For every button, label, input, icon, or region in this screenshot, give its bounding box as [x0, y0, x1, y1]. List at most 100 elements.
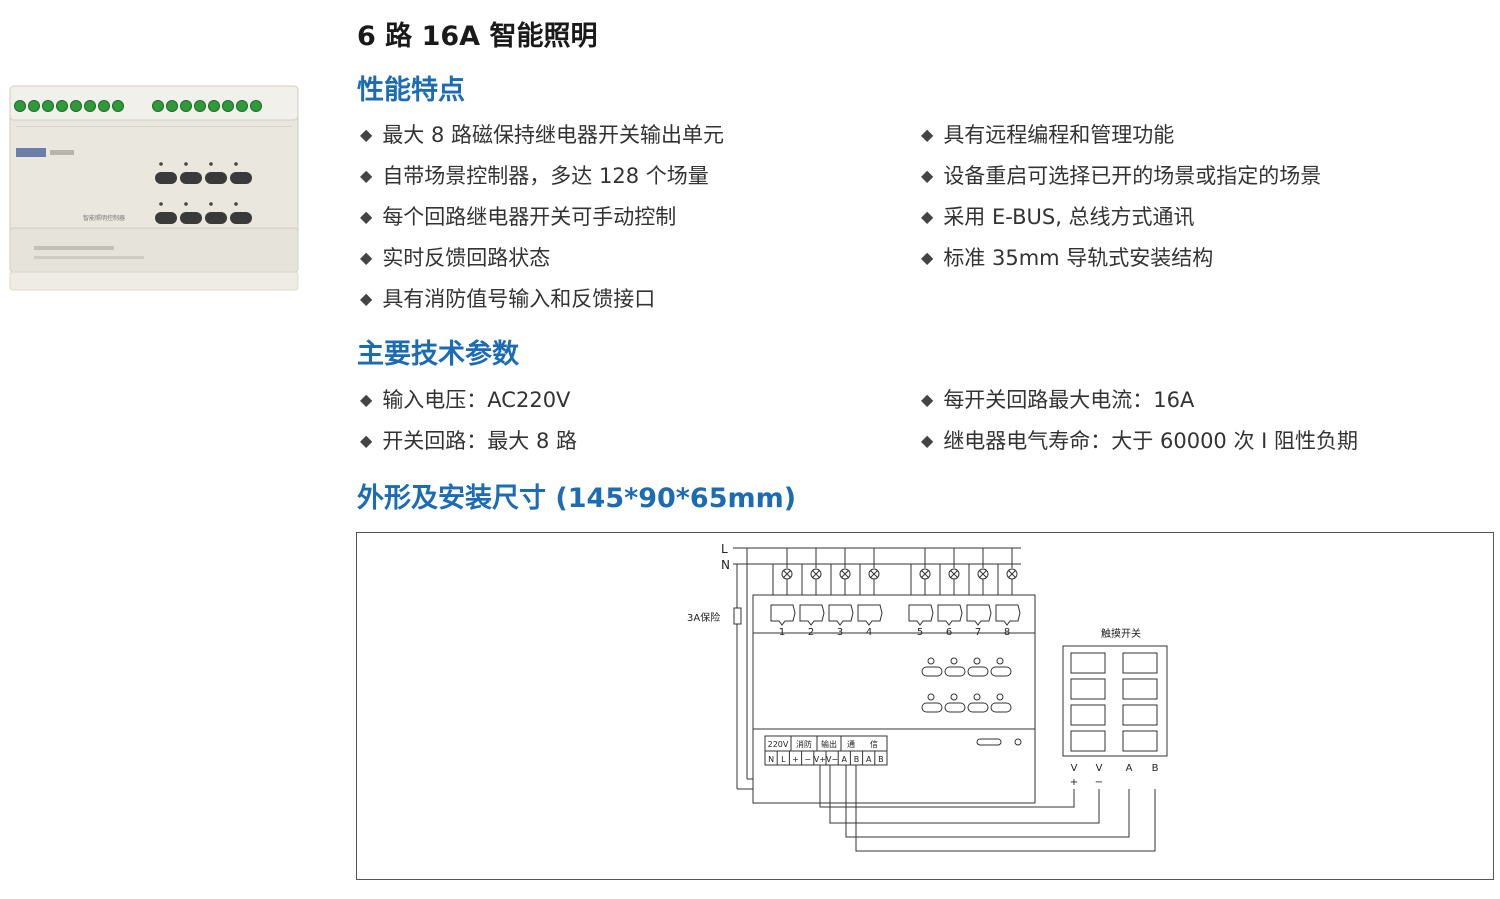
feature-item: ◆采用 E-BUS, 总线方式通讯	[921, 205, 1195, 229]
terminal-group-label: 220V	[768, 740, 789, 749]
channel-button	[155, 212, 177, 224]
screw-terminal	[236, 100, 248, 112]
channel-number: 6	[946, 627, 952, 638]
channel-button	[205, 172, 227, 184]
screw-terminal	[84, 100, 96, 112]
switch-pin-label: A	[1126, 763, 1133, 774]
touch-key	[1122, 730, 1158, 752]
touch-key	[1122, 678, 1158, 700]
channel-terminal	[770, 604, 796, 626]
touch-key	[1122, 652, 1158, 674]
channel-terminal	[966, 604, 992, 626]
diamond-bullet-icon: ◆	[921, 390, 934, 409]
led-indicator	[159, 162, 163, 166]
fuse	[733, 607, 742, 625]
channel-terminal	[937, 604, 963, 626]
feature-item: ◆具有远程编程和管理功能	[921, 123, 1175, 147]
channel-button	[230, 172, 252, 184]
terminal-group-label: 通	[847, 739, 855, 749]
screw-terminal	[112, 100, 124, 112]
brand-logo	[16, 148, 46, 157]
led-indicator	[209, 162, 213, 166]
switch-pin-sign: +	[1070, 777, 1078, 788]
channel-number: 1	[779, 627, 785, 638]
diamond-bullet-icon: ◆	[921, 207, 934, 226]
feature-item: ◆实时反馈回路状态	[360, 246, 551, 270]
switch-pin-label: V	[1071, 763, 1078, 774]
screw-terminal	[180, 100, 192, 112]
channel-button	[180, 212, 202, 224]
led-indicator	[184, 162, 188, 166]
terminal-group-label: 信	[870, 739, 878, 749]
touch-key	[1070, 652, 1106, 674]
module-led	[950, 693, 958, 701]
channel-terminal	[799, 604, 825, 626]
led-indicator	[159, 202, 163, 206]
screw-terminal	[14, 100, 26, 112]
screw-terminal	[208, 100, 220, 112]
module-led	[973, 657, 981, 665]
screw-terminal	[222, 100, 234, 112]
module-led	[973, 693, 981, 701]
spec-item: ◆开关回路：最大 8 路	[360, 429, 578, 453]
channel-number: 8	[1004, 627, 1010, 638]
channel-number: 7	[975, 627, 981, 638]
screw-terminal	[28, 100, 40, 112]
module-button	[990, 666, 1012, 677]
touch-key	[1070, 704, 1106, 726]
diamond-bullet-icon: ◆	[921, 166, 934, 185]
diamond-bullet-icon: ◆	[360, 289, 373, 308]
specs-heading: 主要技术参数	[357, 339, 519, 370]
line-label-L: L	[721, 542, 728, 556]
diamond-bullet-icon: ◆	[360, 125, 373, 144]
status-indicator	[976, 738, 1002, 746]
screw-terminal	[98, 100, 110, 112]
product-image: 智能照明控制器	[9, 85, 299, 291]
product-title: 6 路 16A 智能照明	[357, 21, 598, 52]
feature-item: ◆设备重启可选择已开的场景或指定的场景	[921, 164, 1322, 188]
module-led	[950, 657, 958, 665]
touch-key	[1070, 678, 1106, 700]
diamond-bullet-icon: ◆	[360, 166, 373, 185]
channel-number: 5	[917, 627, 923, 638]
feature-item: ◆标准 35mm 导轨式安装结构	[921, 246, 1214, 270]
module-button	[990, 702, 1012, 713]
channel-button	[155, 172, 177, 184]
diamond-bullet-icon: ◆	[360, 431, 373, 450]
module-led	[927, 657, 935, 665]
module-led	[996, 657, 1004, 665]
touch-key	[1122, 704, 1158, 726]
feature-item: ◆最大 8 路磁保持继电器开关输出单元	[360, 123, 725, 147]
bus-wiring	[819, 765, 1156, 852]
line-label-N: N	[721, 558, 730, 572]
terminal-pin-label: B	[854, 755, 860, 764]
screw-terminal	[152, 100, 164, 112]
fuse-label: 3A保险	[687, 611, 720, 624]
diamond-bullet-icon: ◆	[360, 390, 373, 409]
led-indicator	[234, 202, 238, 206]
terminal-pin-label: +	[792, 755, 799, 764]
feature-item: ◆具有消防值号输入和反馈接口	[360, 287, 656, 311]
feature-item: ◆每个回路继电器开关可手动控制	[360, 205, 677, 229]
screw-terminal	[166, 100, 178, 112]
feature-item: ◆自带场景控制器，多达 128 个场量	[360, 164, 709, 188]
channel-button	[180, 172, 202, 184]
channel-terminal	[908, 604, 934, 626]
module-button	[944, 702, 966, 713]
channel-terminal	[828, 604, 854, 626]
spec-item: ◆每开关回路最大电流：16A	[921, 388, 1195, 412]
screw-terminal	[56, 100, 68, 112]
touch-switch-label: 触摸开关	[1101, 627, 1141, 640]
terminal-pin-label: V+	[814, 755, 826, 764]
led-indicator	[234, 162, 238, 166]
module-button	[921, 702, 943, 713]
spec-item: ◆输入电压：AC220V	[360, 388, 571, 412]
panel-label: 智能照明控制器	[83, 214, 125, 222]
diamond-bullet-icon: ◆	[360, 248, 373, 267]
terminal-pin-label: B	[878, 755, 884, 764]
diamond-bullet-icon: ◆	[921, 248, 934, 267]
channel-terminal	[857, 604, 883, 626]
diamond-bullet-icon: ◆	[921, 431, 934, 450]
